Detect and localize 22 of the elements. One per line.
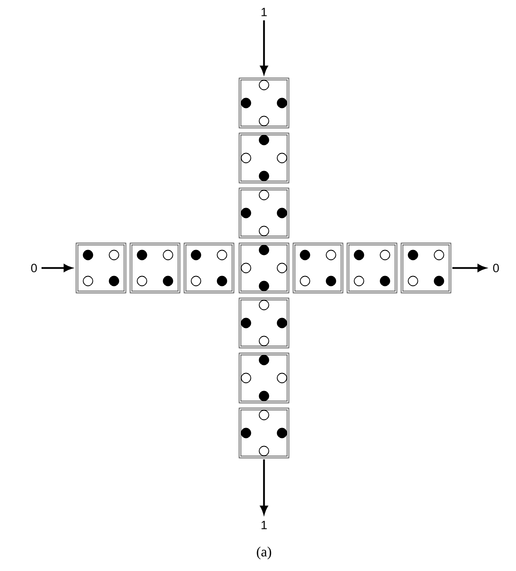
arrow: [260, 20, 268, 74]
qca-cell: [238, 408, 290, 458]
qca-cell: [238, 78, 290, 128]
input-label: 0: [493, 264, 499, 272]
arrow: [452, 264, 486, 272]
qca-cell: [184, 242, 234, 294]
qca-cell: [238, 298, 290, 348]
qca-cell: [346, 242, 398, 294]
qca-cell: [238, 352, 290, 404]
arrow: [260, 459, 268, 514]
qca-cell: [76, 242, 126, 294]
qca-cell: [238, 188, 290, 238]
input-label: 0: [31, 264, 37, 272]
input-label: 1: [262, 8, 267, 16]
qca-cell: [238, 132, 290, 184]
qca-cell: [238, 242, 290, 294]
qca-cell: [130, 242, 180, 294]
caption: (a): [256, 546, 272, 560]
arrow: [42, 264, 72, 272]
qca-cell: [400, 242, 452, 294]
input-label: 1: [262, 520, 267, 530]
qca-cell: [292, 242, 344, 294]
